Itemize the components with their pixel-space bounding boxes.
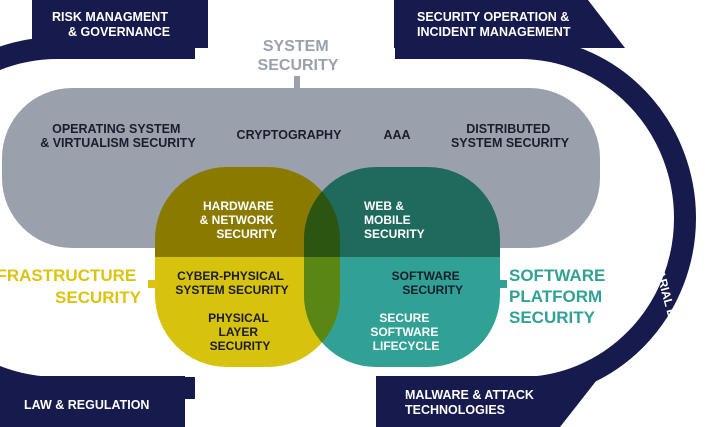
software-security-label: SOFTWARE SECURITY: [392, 269, 463, 297]
corner-tab-top-right: [394, 0, 625, 48]
corner-top-right-label: SECURITY OPERATION & INCIDENT MANAGEMENT: [417, 10, 573, 39]
corner-bottom-right-label: MALWARE & ATTACK TECHNOLOGIES: [405, 388, 537, 417]
cryptography-label: CRYPTOGRAPHY: [237, 128, 343, 142]
os-virtualism-label: OPERATING SYSTEM & VIRTUALISM SECURITY: [40, 122, 196, 150]
cyber-physical-label: CYBER-PHYSICAL SYSTEM SECURITY: [175, 269, 288, 297]
corner-top-left-label: RISK MANAGMENT & GOVERNANCE: [52, 10, 171, 39]
aaa-label: AAA: [383, 128, 410, 142]
infrastructure-security-title: FRASTRUCTURE SECURITY: [0, 266, 142, 307]
secure-lifecycle-label: SECURE SOFTWARE LIFECYCLE: [370, 311, 441, 353]
corner-tab-bottom-left: [0, 376, 185, 427]
corner-tab-bottom-right: [376, 376, 600, 427]
corner-tab-top-left: [32, 0, 208, 48]
system-security-title: SYSTEM SECURITY: [258, 38, 339, 74]
outer-ring-right: [395, 37, 696, 399]
software-connector: [497, 280, 507, 288]
infrastructure-connector: [148, 280, 158, 288]
distributed-system-label: DISTRIBUTED SYSTEM SECURITY: [451, 122, 570, 150]
corner-bottom-left-label: LAW & REGULATION: [24, 398, 149, 412]
physical-layer-label: PHYSICAL LAYER SECURITY: [208, 311, 272, 353]
system-security-stem: [294, 76, 300, 90]
web-mobile-label: WEB & MOBILE SECURITY: [364, 199, 425, 241]
software-platform-title: SOFTWARE PLATFORM SECURITY: [509, 266, 610, 327]
hardware-network-label: HARDWARE & NETWORK SECURITY: [200, 199, 277, 241]
